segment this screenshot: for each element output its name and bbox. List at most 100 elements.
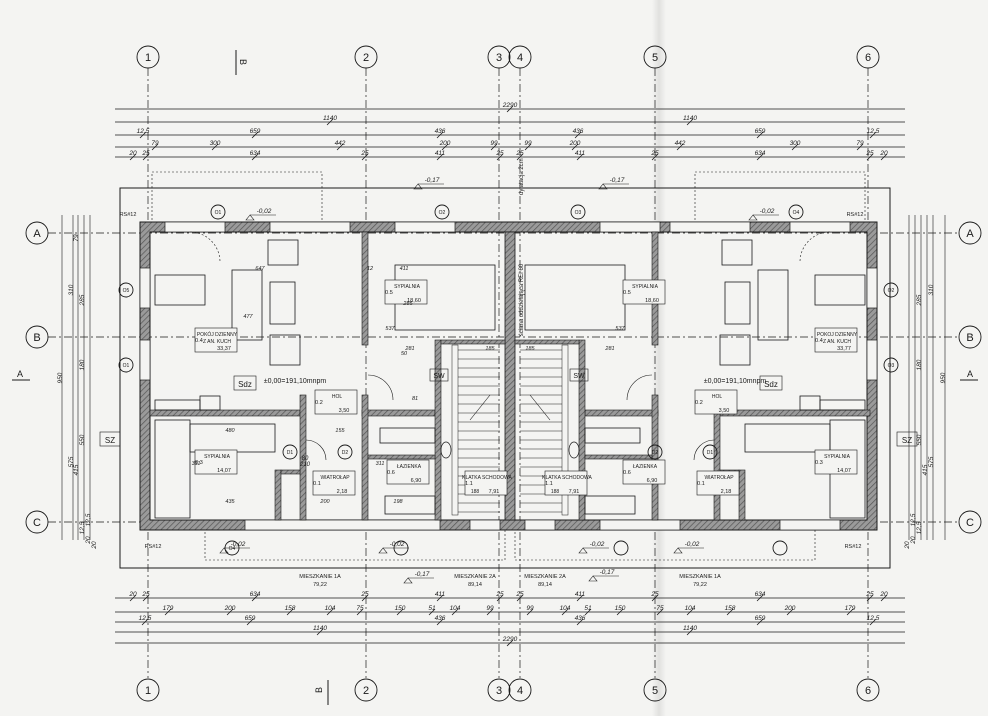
- dimension-bottom-1-label: 51: [428, 605, 436, 612]
- dimension-bottom-1-tick: [616, 608, 624, 616]
- level-mark-label: -0,17: [610, 177, 625, 184]
- dimension-top-1-tick: [326, 118, 334, 126]
- window-tag-bubble: [883, 282, 899, 298]
- room-name: HOL: [712, 394, 723, 400]
- room-name-line2: Z AN. KUCH: [203, 339, 231, 345]
- grid-row-label-left: C: [33, 517, 41, 529]
- window-tag: O2: [439, 210, 446, 216]
- dimension-bottom-0-tick: [436, 594, 444, 602]
- dimension-top-4-label: 25: [865, 150, 874, 157]
- dimension-top-3-label: 442: [675, 140, 686, 147]
- window: [669, 221, 751, 233]
- dimension-bottom-1-label: 104: [685, 605, 696, 612]
- dimension-top-2-tick: [436, 131, 444, 139]
- window-tag-bubble: [118, 282, 134, 298]
- dimension-bottom-1-tick: [561, 608, 569, 616]
- bathtub: [584, 495, 636, 515]
- room-area: 14,07: [217, 468, 231, 474]
- room-area: 6,90: [647, 478, 658, 484]
- window: [866, 339, 878, 381]
- dimension-bottom-2-tick: [246, 618, 254, 626]
- dimension-left-label: 79: [73, 234, 80, 242]
- dimension-top-4-label: 20: [879, 150, 888, 157]
- room-area: 33,37: [217, 346, 231, 352]
- terrace-outline-left: [204, 529, 506, 561]
- room-number: 0.4: [195, 338, 203, 344]
- dimension-bottom-1-tick: [428, 608, 436, 616]
- dimension-right-label: 415: [922, 464, 929, 475]
- inner-dimension-label: 311: [192, 461, 201, 467]
- room-tag-box: [544, 470, 588, 496]
- level-mark-triangle: [598, 183, 608, 190]
- dimension-bottom-1-label: 150: [615, 605, 626, 612]
- level-mark-label: -0,02: [590, 541, 605, 548]
- dimension-top-4-label: 411: [435, 150, 446, 157]
- room-tag-box: [384, 279, 428, 305]
- dimension-top-3-tick: [571, 143, 579, 151]
- dimension-left-label: 180: [79, 359, 86, 370]
- sz-label: SZ: [902, 436, 912, 445]
- paper-fold: [652, 0, 666, 716]
- dimension-top-3-tick: [490, 143, 498, 151]
- window: [139, 267, 151, 309]
- window: [469, 519, 501, 531]
- apartment-area: 79,22: [313, 582, 327, 588]
- sdz-label: Sdz: [238, 380, 252, 389]
- section-marker-a-right: A: [967, 369, 973, 379]
- room-number: 0.2: [315, 400, 323, 406]
- dimension-top-4-label: 25: [495, 150, 504, 157]
- apartment-area: 89,14: [468, 582, 482, 588]
- door-swing: [799, 231, 831, 263]
- grid-row-bubble-left: [25, 221, 49, 245]
- inner-dimension-label: 647: [255, 266, 265, 272]
- dimension-left-label: 950: [57, 372, 64, 383]
- dimension-bottom-1-label: 99: [486, 605, 494, 612]
- stove: [799, 395, 821, 411]
- door-size-label: 80 210: [300, 456, 311, 468]
- room-tag-box: [622, 279, 666, 305]
- grid-column-bubble-bottom: [856, 678, 880, 702]
- grid-column-label-top: 6: [865, 52, 871, 64]
- section-marker-b-top: B: [238, 59, 248, 65]
- grid-column-label-bottom: 1: [145, 685, 151, 697]
- room-number: 0.3: [195, 460, 203, 466]
- interior-wall: [361, 394, 369, 521]
- armchair: [267, 239, 299, 266]
- dilatation-label: dylatacja 2cm: [519, 158, 525, 195]
- kitchen-counter: [819, 399, 866, 411]
- dimension-top-3-label: 200: [569, 140, 581, 147]
- dimension-top-2-label: 12,5: [867, 128, 880, 135]
- dimension-bottom-0-label: 634: [755, 591, 766, 598]
- level-mark-triangle: [403, 577, 413, 584]
- dimension-top-4-label: 634: [755, 150, 766, 157]
- window: [779, 519, 841, 531]
- party-wall-label: ściana oddzielająca REI 60: [519, 263, 525, 336]
- canopy-outline-left: [151, 171, 323, 223]
- window-tag: O1: [215, 210, 222, 216]
- dimension-bottom-1-tick: [526, 608, 534, 616]
- inner-dimension-label: 480: [225, 428, 235, 434]
- stair-arrow: [469, 394, 491, 421]
- dimension-top-4-tick: [361, 153, 369, 161]
- dimension-top-4-tick: [251, 153, 259, 161]
- dimension-bottom-2-label: 659: [755, 615, 766, 622]
- stair-arrow: [529, 394, 551, 421]
- window: [866, 267, 878, 309]
- room-number: 0.6: [623, 470, 631, 476]
- dimension-bottom-2-label: 436: [435, 615, 446, 622]
- dimension-bottom-1-label: 150: [395, 605, 406, 612]
- dimension-bottom-1-label: 75: [356, 605, 364, 612]
- room-tag-box: [814, 449, 858, 475]
- dimension-bottom-0-tick: [129, 594, 137, 602]
- room-name: HOL: [332, 394, 343, 400]
- dimension-bottom-3-label: 1140: [313, 625, 327, 632]
- window-tag-bubble: [570, 204, 586, 220]
- level-mark-label: -0,02: [760, 208, 775, 215]
- apartment-name: MIESZKANIE 2A: [524, 574, 566, 580]
- window: [139, 339, 151, 381]
- room-name: SYPIALNIA: [394, 284, 421, 290]
- grid-row-bubble-right: [958, 325, 982, 349]
- dimension-top-1-label: 1140: [683, 115, 697, 122]
- dimension-top-4-tick: [436, 153, 444, 161]
- dimension-bottom-1-label: 75: [656, 605, 664, 612]
